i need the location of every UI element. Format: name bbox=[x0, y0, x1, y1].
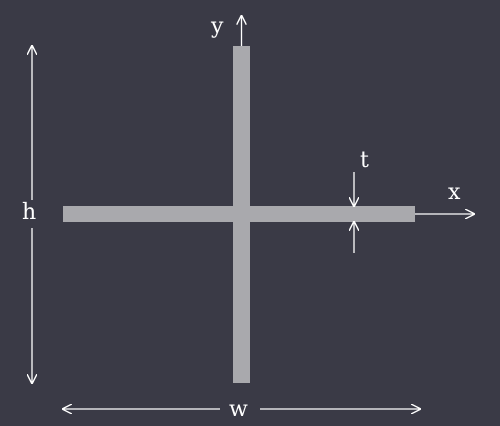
width-label: w bbox=[229, 397, 248, 422]
horizontal-flange bbox=[63, 206, 415, 222]
y-axis-label: y bbox=[210, 14, 224, 39]
thickness-label: t bbox=[360, 148, 369, 173]
x-axis-label: x bbox=[448, 180, 461, 205]
height-label: h bbox=[22, 200, 36, 225]
